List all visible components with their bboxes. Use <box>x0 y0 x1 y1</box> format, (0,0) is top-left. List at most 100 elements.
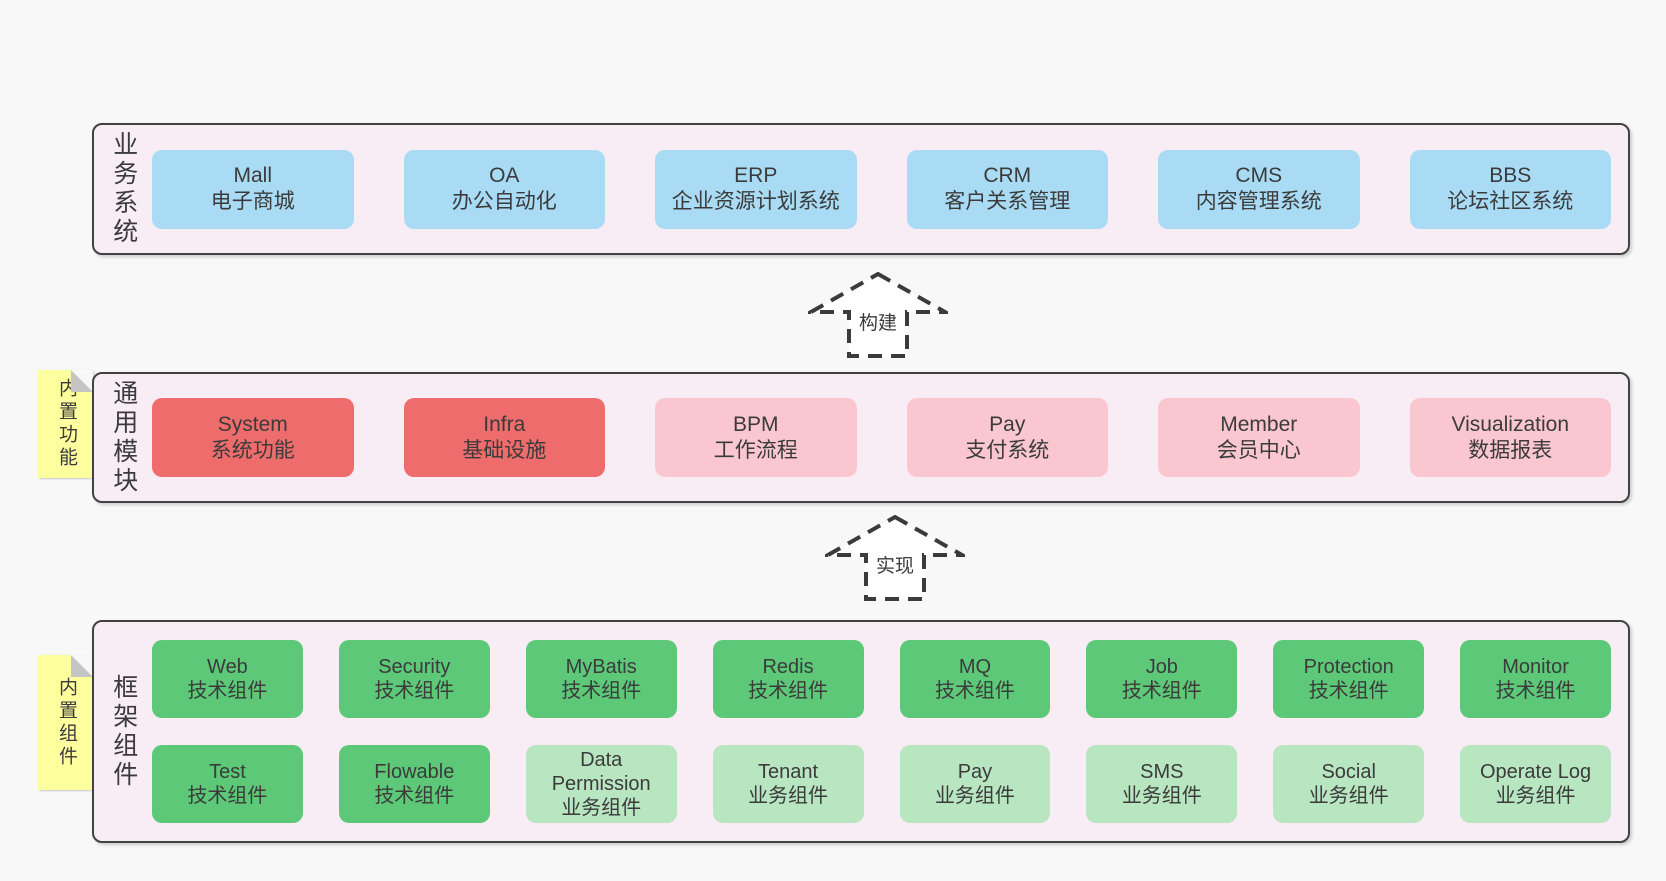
node-test-name: Test <box>209 761 246 783</box>
node-tenant-desc: 业务组件 <box>748 785 829 807</box>
node-sms-desc: 业务组件 <box>1121 785 1202 807</box>
node-pay-module-desc: 支付系统 <box>965 438 1050 462</box>
node-redis: Redis 技术组件 <box>712 640 864 718</box>
node-pay-component-name: Pay <box>957 761 993 783</box>
layer-label-business-text: 业务系统 <box>109 131 138 247</box>
node-security-desc: 技术组件 <box>374 680 455 702</box>
sticky-note-builtin-components: 内置组件 <box>38 655 93 790</box>
node-monitor: Monitor 技术组件 <box>1460 640 1611 718</box>
node-system-name: System <box>217 412 288 436</box>
node-mybatis: MyBatis 技术组件 <box>525 640 677 718</box>
node-member-desc: 会员中心 <box>1216 438 1301 462</box>
node-tenant-name: Tenant <box>758 761 819 783</box>
arrow-build-label: 构建 <box>855 308 901 335</box>
node-job-desc: 技术组件 <box>1121 680 1202 702</box>
node-redis-name: Redis <box>762 656 814 678</box>
arrow-implement: 实现 <box>825 515 965 601</box>
node-flowable: Flowable 技术组件 <box>338 745 490 823</box>
node-flowable-name: Flowable <box>374 761 455 783</box>
layer-business-systems: 业务系统 Mall 电子商城 OA 办公自动化 ERP 企业资源计划系统 CRM… <box>92 123 1630 255</box>
layer-common-modules: 通用模块 System 系统功能 Infra 基础设施 BPM 工作流程 Pay… <box>92 372 1630 503</box>
node-mq-name: MQ <box>958 656 992 678</box>
node-operate-log-desc: 业务组件 <box>1495 785 1576 807</box>
node-protection-name: Protection <box>1303 656 1394 678</box>
node-bpm-name: BPM <box>732 412 779 436</box>
common-modules-grid: System 系统功能 Infra 基础设施 BPM 工作流程 Pay 支付系统… <box>152 374 1628 501</box>
framework-components-grid: Web 技术组件 Security 技术组件 MyBatis 技术组件 Redi… <box>152 622 1628 841</box>
node-pay-component-desc: 业务组件 <box>934 785 1015 807</box>
node-pay-module-name: Pay <box>989 412 1026 436</box>
node-redis-desc: 技术组件 <box>748 680 829 702</box>
node-visualization: Visualization 数据报表 <box>1409 398 1611 477</box>
node-pay-module: Pay 支付系统 <box>906 398 1108 477</box>
node-mq: MQ 技术组件 <box>899 640 1051 718</box>
node-cms-desc: 内容管理系统 <box>1195 190 1322 213</box>
folded-corner-icon <box>71 655 93 677</box>
node-bbs: BBS 论坛社区系统 <box>1409 149 1611 229</box>
node-infra-name: Infra <box>483 412 526 436</box>
node-social: Social 业务组件 <box>1273 745 1425 823</box>
node-mall: Mall 电子商城 <box>152 149 354 229</box>
node-system: System 系统功能 <box>152 398 354 477</box>
node-erp: ERP 企业资源计划系统 <box>655 149 857 229</box>
node-erp-name: ERP <box>734 164 778 187</box>
sticky-note-builtin-features: 内置功能 <box>38 370 93 478</box>
node-mall-name: Mall <box>233 164 272 187</box>
node-tenant: Tenant 业务组件 <box>712 745 864 823</box>
sticky-builtin-features-text: 内置功能 <box>55 378 77 470</box>
layer-label-components: 框架组件 <box>94 622 152 841</box>
node-mall-desc: 电子商城 <box>210 190 295 213</box>
node-bbs-name: BBS <box>1489 164 1532 187</box>
node-bpm-desc: 工作流程 <box>713 438 798 462</box>
node-job: Job 技术组件 <box>1086 640 1238 718</box>
node-sms-name: SMS <box>1140 761 1184 783</box>
node-social-name: Social <box>1321 761 1376 783</box>
node-test-desc: 技术组件 <box>187 785 268 807</box>
node-data-permission: Data Permission 业务组件 <box>525 745 677 823</box>
layer-label-modules-text: 通用模块 <box>109 379 138 496</box>
node-data-permission-name: Data Permission <box>551 749 651 795</box>
node-member-name: Member <box>1220 412 1298 436</box>
node-protection: Protection 技术组件 <box>1273 640 1425 718</box>
node-operate-log: Operate Log 业务组件 <box>1460 745 1611 823</box>
node-data-permission-desc: 业务组件 <box>561 797 642 819</box>
node-protection-desc: 技术组件 <box>1308 680 1389 702</box>
node-sms: SMS 业务组件 <box>1086 745 1238 823</box>
folded-corner-icon <box>71 370 93 392</box>
node-security-name: Security <box>378 656 451 678</box>
node-monitor-desc: 技术组件 <box>1495 680 1576 702</box>
node-operate-log-name: Operate Log <box>1479 761 1592 783</box>
layer-framework-components: 框架组件 Web 技术组件 Security 技术组件 MyBatis 技术组件… <box>92 620 1630 843</box>
node-pay-component: Pay 业务组件 <box>899 745 1051 823</box>
arrow-build: 构建 <box>808 272 948 358</box>
node-erp-desc: 企业资源计划系统 <box>671 190 840 213</box>
node-oa-desc: 办公自动化 <box>451 190 557 213</box>
node-crm: CRM 客户关系管理 <box>906 149 1108 229</box>
node-flowable-desc: 技术组件 <box>374 785 455 807</box>
node-bbs-desc: 论坛社区系统 <box>1447 190 1574 213</box>
node-security: Security 技术组件 <box>338 640 490 718</box>
node-system-desc: 系统功能 <box>210 438 295 462</box>
node-monitor-name: Monitor <box>1502 656 1569 678</box>
node-web-name: Web <box>207 656 248 678</box>
node-social-desc: 业务组件 <box>1308 785 1389 807</box>
node-test: Test 技术组件 <box>152 745 303 823</box>
node-crm-desc: 客户关系管理 <box>944 190 1071 213</box>
node-mybatis-desc: 技术组件 <box>561 680 642 702</box>
node-oa: OA 办公自动化 <box>403 149 605 229</box>
node-mq-desc: 技术组件 <box>934 680 1015 702</box>
layer-label-business: 业务系统 <box>94 125 152 253</box>
arrow-implement-label: 实现 <box>872 551 918 578</box>
node-web-desc: 技术组件 <box>187 680 268 702</box>
node-mybatis-name: MyBatis <box>565 656 637 678</box>
node-visualization-desc: 数据报表 <box>1468 438 1553 462</box>
node-bpm: BPM 工作流程 <box>655 398 857 477</box>
node-cms: CMS 内容管理系统 <box>1158 149 1360 229</box>
business-systems-grid: Mall 电子商城 OA 办公自动化 ERP 企业资源计划系统 CRM 客户关系… <box>152 125 1628 253</box>
node-infra-desc: 基础设施 <box>462 438 547 462</box>
node-member: Member 会员中心 <box>1158 398 1360 477</box>
node-oa-name: OA <box>489 164 520 187</box>
node-infra: Infra 基础设施 <box>403 398 605 477</box>
node-crm-name: CRM <box>983 164 1032 187</box>
